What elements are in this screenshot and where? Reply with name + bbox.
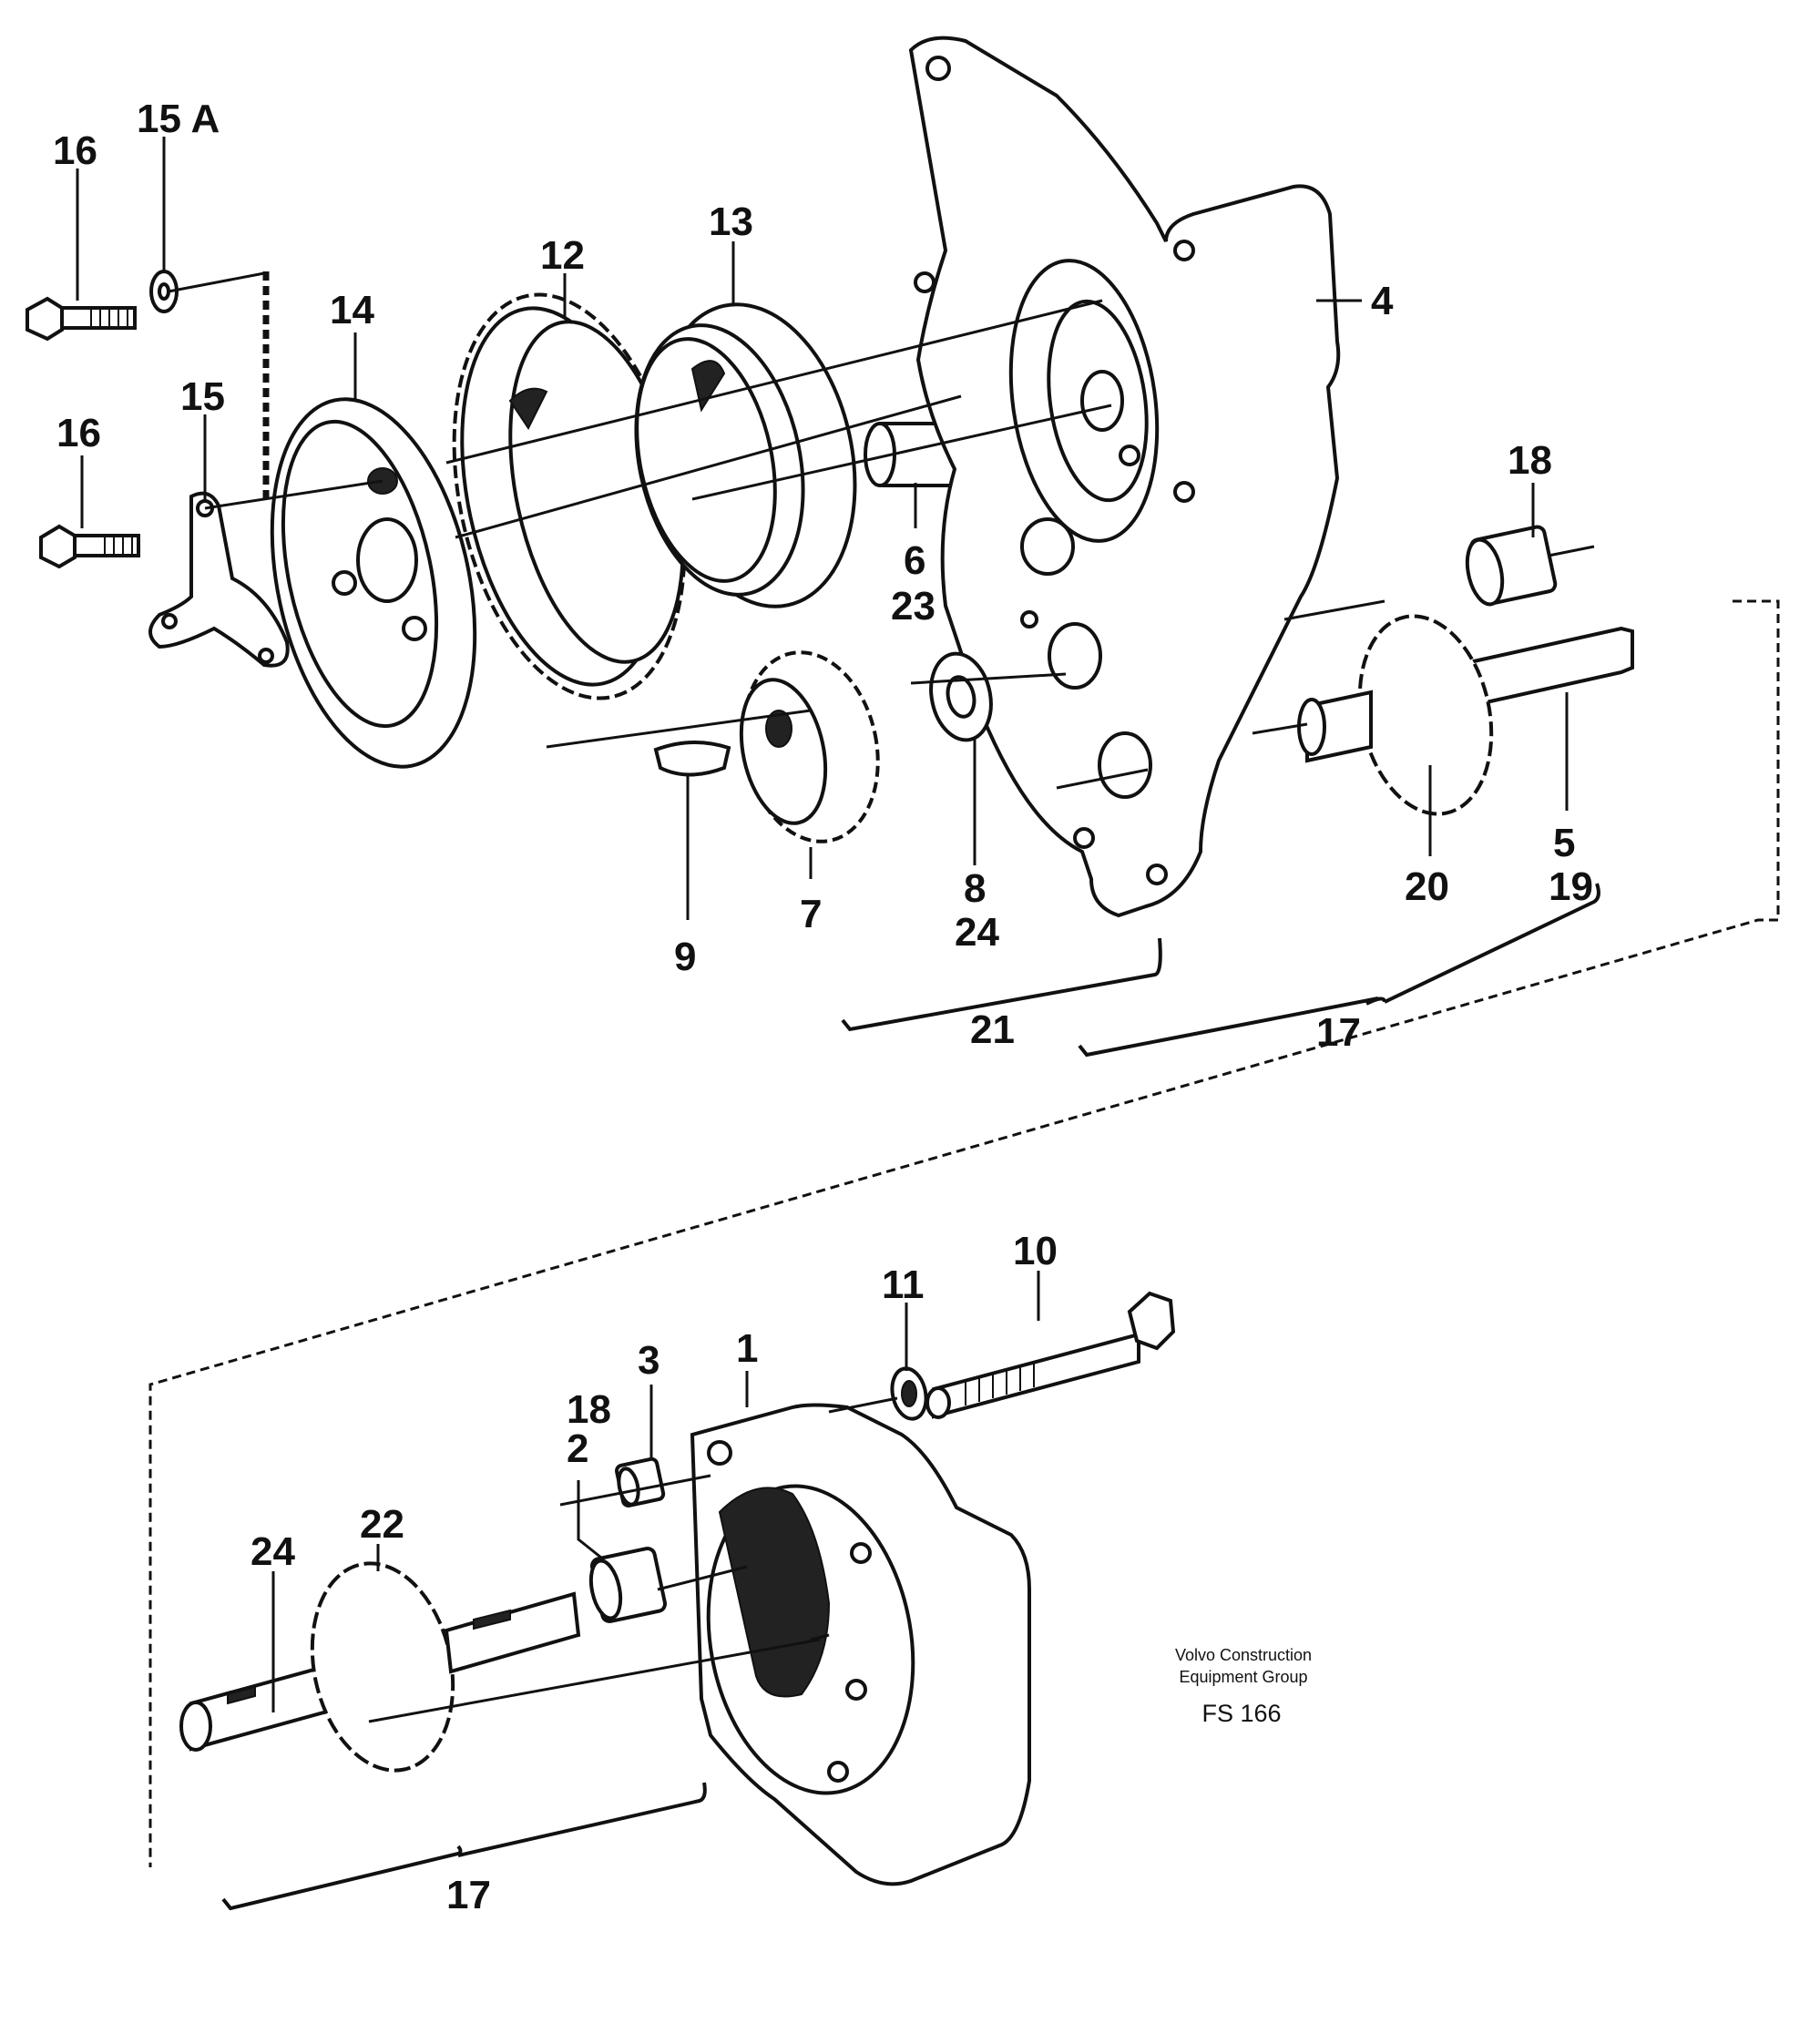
label-5: 5 (1553, 821, 1575, 865)
leader-lines-bottom (271, 1271, 1040, 1712)
label-16: 16 (53, 128, 97, 173)
label-15: 15 (180, 374, 225, 419)
gear-7 (739, 650, 880, 843)
caption: Volvo Construction Equipment Group FS 16… (1175, 1646, 1312, 1727)
axis-lines-bottom (368, 1396, 898, 1723)
washer-8 (929, 651, 993, 742)
label-22: 22 (360, 1502, 404, 1547)
label-18: 18 (567, 1387, 611, 1432)
bolt-16-lower (39, 524, 140, 569)
label-3: 3 (638, 1338, 659, 1383)
lock-plate-15 (148, 491, 290, 668)
label-6: 6 (904, 538, 925, 583)
gear-shaft-22 (179, 1561, 581, 1773)
label-21: 21 (970, 1007, 1015, 1052)
label-1: 1 (736, 1326, 758, 1371)
label-9: 9 (674, 935, 696, 979)
label-16: 16 (56, 411, 101, 455)
key-9 (653, 741, 731, 777)
brace-21 (841, 937, 1162, 1032)
caption-company: Volvo Construction (1175, 1646, 1312, 1664)
gear-ring-12 (452, 292, 687, 700)
label-19: 19 (1549, 864, 1593, 909)
pulley-14 (270, 397, 477, 769)
label-17: 17 (1316, 1010, 1361, 1055)
label-2: 2 (567, 1426, 588, 1471)
dowel-3 (615, 1457, 666, 1508)
housing-4 (908, 36, 1341, 918)
axis-lines-top (168, 271, 1595, 790)
brace-17-top (1078, 883, 1600, 1058)
label-10: 10 (1013, 1229, 1058, 1273)
label-24: 24 (955, 910, 999, 955)
bearing-13 (634, 302, 857, 608)
label-23: 23 (891, 584, 936, 629)
bushing-2 (588, 1546, 668, 1624)
leader-lines (76, 137, 1569, 920)
label-4: 4 (1371, 279, 1394, 323)
gear-shaft-20 (1297, 614, 1634, 816)
caption-group: Equipment Group (1179, 1668, 1307, 1686)
pump-housing-1 (690, 1403, 1031, 1886)
label-11: 11 (882, 1262, 925, 1307)
bolt-16-top (26, 296, 137, 342)
label-7: 7 (800, 892, 822, 936)
label-17: 17 (446, 1873, 491, 1917)
bushing-18-top (1465, 525, 1558, 607)
brace-17-bottom (221, 1782, 707, 1911)
label-8: 8 (964, 866, 986, 911)
bushing-6 (864, 422, 960, 487)
dashed-bracket-17 (148, 599, 1780, 1867)
washer-11 (890, 1366, 928, 1421)
label-12: 12 (540, 233, 585, 278)
label-18: 18 (1508, 438, 1552, 483)
part-labels: 16 15 A 16 15 14 12 13 4 6 23 18 9 7 8 2… (53, 97, 1593, 1917)
label-15a: 15 A (137, 97, 220, 141)
label-24: 24 (251, 1529, 295, 1574)
bolt-10 (925, 1291, 1176, 1419)
label-20: 20 (1405, 864, 1449, 909)
label-14: 14 (330, 288, 374, 332)
label-13: 13 (709, 199, 753, 244)
figure-code: FS 166 (1201, 1700, 1281, 1727)
